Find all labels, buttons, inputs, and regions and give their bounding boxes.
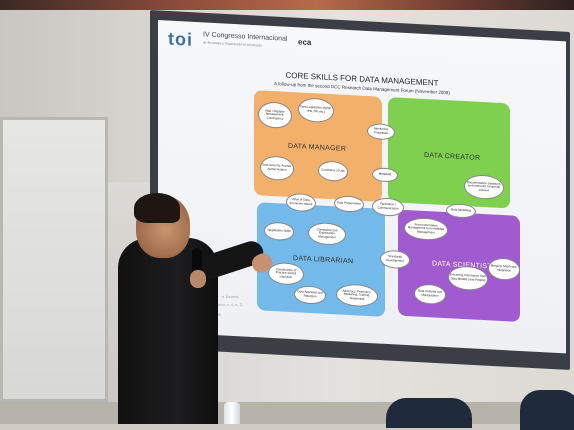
microphone bbox=[192, 248, 202, 278]
whiteboard bbox=[0, 117, 108, 402]
lower-wall bbox=[0, 402, 574, 424]
bleed-text-3: e Journal bbox=[222, 294, 239, 299]
presenter-mic-hand bbox=[190, 270, 206, 288]
audience-seat bbox=[520, 390, 574, 430]
water-bottle bbox=[224, 402, 240, 424]
bleed-text-4: ation, v. 4, n. 2, bbox=[216, 302, 244, 307]
eca-logo: eca bbox=[298, 37, 312, 48]
presenter-hair bbox=[134, 193, 180, 223]
audience-seat bbox=[386, 398, 472, 428]
toi-logo: toi bbox=[168, 28, 193, 50]
ceiling-strip bbox=[0, 0, 574, 10]
